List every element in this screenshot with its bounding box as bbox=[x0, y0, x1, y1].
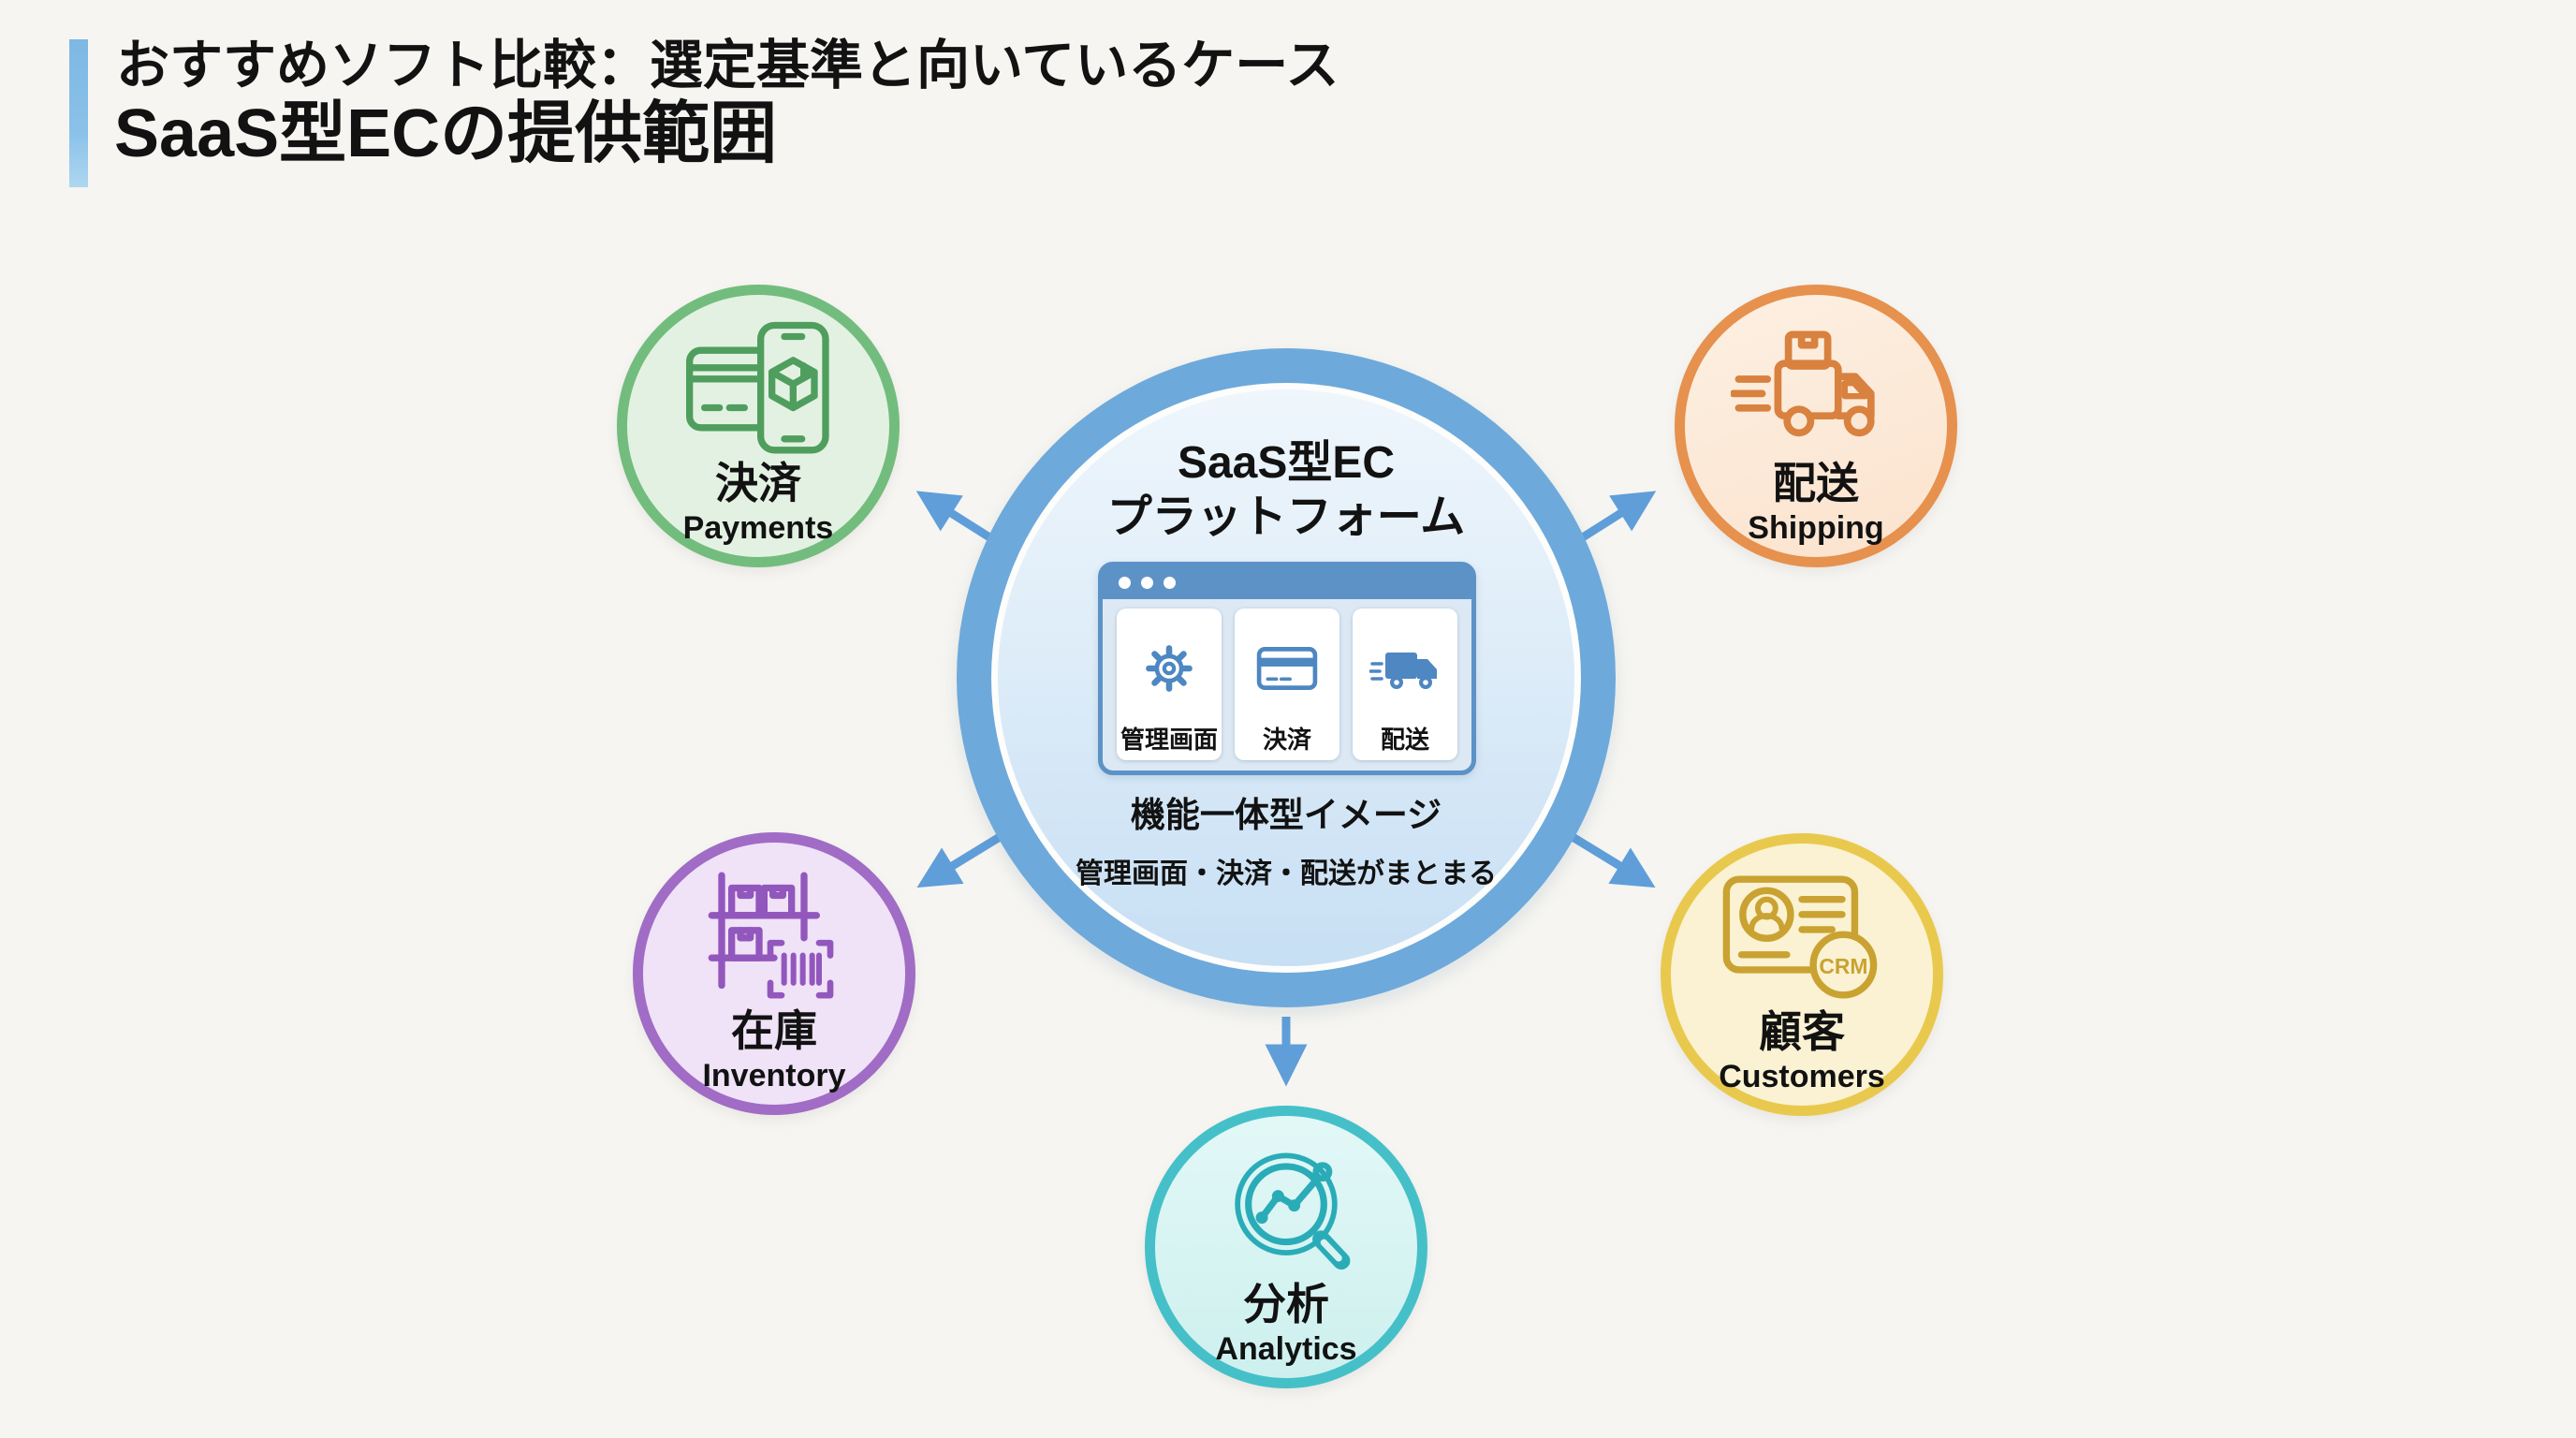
speeding-truck-icon bbox=[1731, 318, 1901, 459]
gear-icon bbox=[1141, 609, 1197, 727]
satellite-label-en: Inventory bbox=[702, 1058, 846, 1094]
module-label: 配送 bbox=[1380, 726, 1429, 754]
satellite-label-en: Customers bbox=[1719, 1059, 1885, 1095]
satellite-payments: 決済 Payments bbox=[617, 285, 900, 567]
satellite-shipping: 配送 Shipping bbox=[1675, 285, 1957, 567]
hub-title: SaaS型EC プラットフォーム bbox=[957, 436, 1616, 544]
delivery-truck-icon bbox=[1369, 609, 1441, 727]
arrow-to-shipping bbox=[1575, 491, 1657, 544]
shelf-barcode-icon bbox=[699, 866, 849, 1006]
satellite-label-en: Shipping bbox=[1748, 510, 1884, 547]
module-label: 決済 bbox=[1262, 726, 1311, 754]
module-shipping: 配送 bbox=[1353, 609, 1457, 760]
browser-mockup: 管理画面 決済 bbox=[1098, 562, 1476, 775]
card-and-phone-icon bbox=[683, 318, 833, 459]
satellite-label-en: Analytics bbox=[1215, 1331, 1357, 1368]
satellite-label-jp: 在庫 bbox=[731, 1006, 817, 1056]
arrow-to-payments bbox=[915, 491, 997, 544]
module-label: 管理画面 bbox=[1120, 726, 1218, 754]
module-admin: 管理画面 bbox=[1117, 609, 1222, 760]
window-dot bbox=[1141, 576, 1153, 589]
credit-card-icon bbox=[1256, 609, 1318, 727]
hub-title-line1: SaaS型EC bbox=[1177, 438, 1396, 488]
satellite-label-jp: 決済 bbox=[715, 459, 801, 508]
crm-badge-label: CRM bbox=[1819, 954, 1867, 978]
module-payments: 決済 bbox=[1235, 609, 1339, 760]
page-title: SaaS型ECの提供範囲 bbox=[114, 96, 778, 171]
module-row: 管理画面 決済 bbox=[1116, 609, 1458, 760]
window-dot bbox=[1119, 576, 1131, 589]
magnifier-chart-icon bbox=[1216, 1139, 1356, 1280]
arrow-to-inventory bbox=[916, 833, 1003, 888]
satellite-label-jp: 配送 bbox=[1773, 459, 1859, 508]
hub-title-line2: プラットフォーム bbox=[1106, 492, 1466, 542]
id-card-crm-icon: CRM bbox=[1721, 867, 1882, 1007]
browser-titlebar bbox=[1102, 565, 1472, 599]
title-accent-bar bbox=[69, 39, 88, 187]
satellite-analytics: 分析 Analytics bbox=[1145, 1106, 1427, 1388]
hub-caption: 機能一体型イメージ bbox=[1130, 796, 1442, 834]
satellite-label-en: Payments bbox=[682, 510, 834, 547]
satellite-inventory: 在庫 Inventory bbox=[633, 832, 915, 1115]
satellite-label-jp: 顧客 bbox=[1759, 1007, 1845, 1057]
satellite-label-jp: 分析 bbox=[1243, 1280, 1329, 1329]
hub-subcaption: 管理画面・決済・配送がまとまる bbox=[1076, 858, 1497, 889]
satellite-customers: CRM 顧客 Customers bbox=[1661, 833, 1943, 1116]
slide-subtitle: おすすめソフト比較：選定基準と向いているケース bbox=[116, 36, 1339, 95]
window-dot bbox=[1164, 576, 1176, 589]
arrow-to-customers bbox=[1570, 833, 1656, 888]
